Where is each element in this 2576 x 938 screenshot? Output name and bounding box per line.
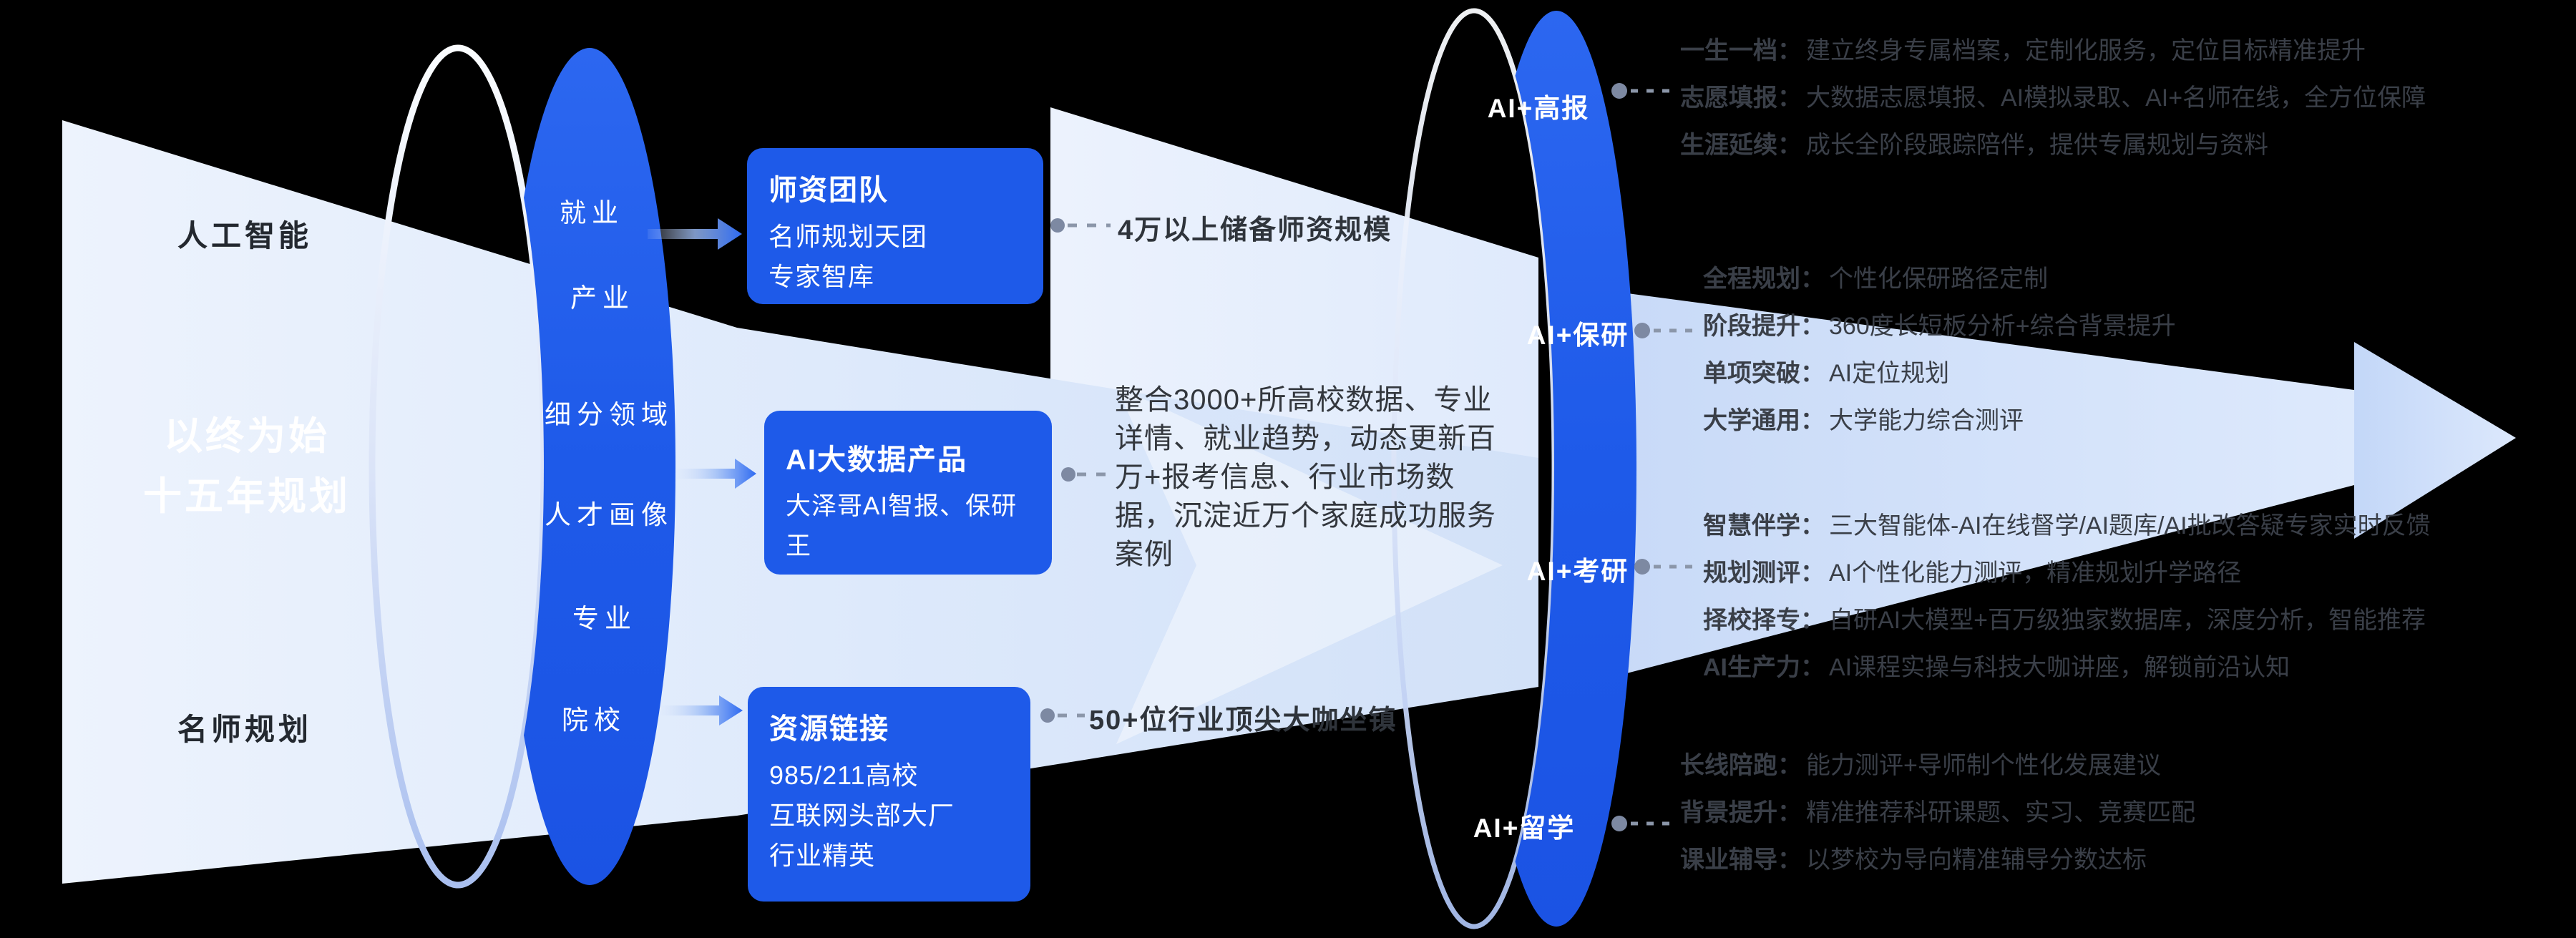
card-title: 师资团队 bbox=[769, 175, 889, 206]
connector-dot-icon bbox=[1634, 559, 1650, 575]
connector-dot-icon bbox=[1061, 467, 1075, 482]
feature-label: 生涯延续： bbox=[1680, 132, 1802, 159]
card-line: 名师规划天团 bbox=[769, 222, 928, 251]
chevron-watermark-icon bbox=[1116, 386, 1503, 744]
feature-row: 长线陪跑：能力测评+导师制个性化发展建议 bbox=[1680, 742, 2195, 789]
feature-label: 长线陪跑： bbox=[1680, 752, 1802, 779]
feature-row: AI生产力：AI课程实操与科技大咖讲座，解锁前沿认知 bbox=[1703, 644, 2431, 691]
note-industry-experts: 50+位行业顶尖大咖坐镇 bbox=[1089, 705, 1397, 736]
feature-text: 大数据志愿填报、AI模拟录取、AI+名师在线，全方位保障 bbox=[1806, 84, 2426, 112]
feature-label: 单项突破： bbox=[1703, 360, 1825, 387]
feature-label: 择校择专： bbox=[1703, 607, 1825, 634]
note-teacher-scale: 4万以上储备师资规模 bbox=[1118, 215, 1392, 245]
feature-text: 360度长短板分析+综合背景提升 bbox=[1829, 313, 2176, 340]
card-line: 大泽哥AI智报、保研王 bbox=[786, 492, 1018, 560]
feature-text: 能力测评+导师制个性化发展建议 bbox=[1806, 752, 2161, 779]
feature-text: 大学能力综合测评 bbox=[1829, 407, 2024, 434]
card-line: 专家智库 bbox=[769, 262, 875, 291]
card-line: 985/211高校 bbox=[769, 761, 919, 790]
feature-label: 志愿填报： bbox=[1680, 84, 1802, 112]
feature-text: 精准推荐科研课题、实习、竞赛匹配 bbox=[1806, 799, 2195, 826]
right-connectors bbox=[1631, 89, 1694, 826]
connector-dot-icon bbox=[1611, 816, 1627, 831]
feature-row: 志愿填报：大数据志愿填报、AI模拟录取、AI+名师在线，全方位保障 bbox=[1680, 74, 2426, 122]
funnel-bottom-label: 名师规划 bbox=[177, 713, 312, 746]
flow-arrow-icon-1 bbox=[648, 218, 742, 250]
feature-text: 个性化保研路径定制 bbox=[1829, 265, 2048, 293]
note-data-paragraph: 整合3000+所高校数据、专业详情、就业趋势，动态更新百万+报考信息、行业市场数… bbox=[1115, 384, 1496, 570]
ring2-item-kaoyan: AI+考研 bbox=[1526, 557, 1629, 586]
feature-text: 成长全阶段跟踪陪伴，提供专属规划与资料 bbox=[1806, 132, 2268, 159]
feature-row: 生涯延续：成长全阶段跟踪陪伴，提供专属规划与资料 bbox=[1680, 122, 2426, 169]
connector-dots-right bbox=[1611, 83, 1650, 831]
teacher-team-card: 师资团队 名师规划天团 专家智库 bbox=[747, 148, 1043, 304]
right-flow-beam bbox=[1574, 286, 2354, 687]
feature-text: AI个性化能力测评，精准规划升学路径 bbox=[1829, 560, 2242, 587]
feature-row: 智慧伴学：三大智能体-AI在线督学/AI题库/AI批改答疑专家实时反馈 bbox=[1703, 502, 2431, 549]
ring1-item-jiuye: 就业 bbox=[560, 198, 624, 228]
feature-label: 智慧伴学： bbox=[1703, 512, 1825, 539]
feature-label: 全程规划： bbox=[1703, 265, 1825, 293]
feature-row: 背景提升：精准推荐科研课题、实习、竞赛匹配 bbox=[1680, 789, 2195, 836]
feature-label: 规划测评： bbox=[1703, 560, 1825, 587]
right-block-baoyan: 全程规划：个性化保研路径定制 阶段提升：360度长短板分析+综合背景提升 单项突… bbox=[1703, 255, 2176, 444]
feature-text: 建立终身专属档案，定制化服务，定位目标精准提升 bbox=[1806, 37, 2366, 64]
feature-text: 三大智能体-AI在线督学/AI题库/AI批改答疑专家实时反馈 bbox=[1829, 512, 2431, 539]
ring1-item-yuanxiao: 院校 bbox=[562, 705, 626, 735]
ring1-band bbox=[504, 48, 675, 885]
feature-row: 大学通用：大学能力综合测评 bbox=[1703, 397, 2176, 444]
feature-row: 阶段提升：360度长短板分析+综合背景提升 bbox=[1703, 303, 2176, 350]
feature-label: AI生产力： bbox=[1703, 654, 1825, 681]
right-block-liuxue: 长线陪跑：能力测评+导师制个性化发展建议 背景提升：精准推荐科研课题、实习、竞赛… bbox=[1680, 742, 2195, 884]
ring1-item-xifenlingyu: 细分领域 bbox=[545, 400, 673, 429]
flow-arrow-icon-2 bbox=[676, 459, 756, 489]
card-title: 资源链接 bbox=[769, 713, 889, 745]
feature-label: 一生一档： bbox=[1680, 37, 1802, 64]
feature-text: AI课程实操与科技大咖讲座，解锁前沿认知 bbox=[1829, 654, 2290, 681]
feature-row: 单项突破：AI定位规划 bbox=[1703, 350, 2176, 397]
ring1-item-zhuanye: 专业 bbox=[572, 604, 637, 633]
resource-link-card: 资源链接 985/211高校 互联网头部大厂 行业精英 bbox=[748, 687, 1030, 902]
left-connectors bbox=[1058, 223, 1113, 718]
feature-row: 全程规划：个性化保研路径定制 bbox=[1703, 255, 2176, 303]
feature-label: 大学通用： bbox=[1703, 407, 1825, 434]
right-block-kaoyan: 智慧伴学：三大智能体-AI在线督学/AI题库/AI批改答疑专家实时反馈 规划测评… bbox=[1703, 502, 2431, 691]
feature-label: 阶段提升： bbox=[1703, 313, 1825, 340]
connector-dot-icon bbox=[1634, 323, 1650, 338]
ring2-item-baoyan: AI+保研 bbox=[1526, 321, 1629, 350]
ring2-item-liuxue: AI+留学 bbox=[1473, 814, 1576, 843]
funnel-top-label: 人工智能 bbox=[177, 219, 312, 253]
connector-dots-left bbox=[1040, 218, 1075, 723]
ai-bigdata-card: AI大数据产品 大泽哥AI智报、保研王 bbox=[764, 411, 1052, 575]
feature-label: 背景提升： bbox=[1680, 799, 1802, 826]
feature-row: 规划测评：AI个性化能力测评，精准规划升学路径 bbox=[1703, 549, 2431, 597]
core-slogan-line2: 十五年规划 bbox=[143, 475, 351, 518]
connector-dot-icon bbox=[1050, 218, 1065, 233]
feature-row: 课业辅导：以梦校为导向精准辅导分数达标 bbox=[1680, 836, 2195, 884]
feature-row: 择校择专：自研AI大模型+百万级独家数据库，深度分析，智能推荐 bbox=[1703, 597, 2431, 644]
connector-dot-icon bbox=[1040, 708, 1055, 723]
right-block-gaobao: 一生一档：建立终身专属档案，定制化服务，定位目标精准提升 志愿填报：大数据志愿填… bbox=[1680, 27, 2426, 169]
card-line: 行业精英 bbox=[769, 841, 876, 870]
card-title: AI大数据产品 bbox=[786, 444, 967, 476]
ring2-item-gaobao: AI+高报 bbox=[1487, 94, 1590, 123]
ring1-item-chanye: 产业 bbox=[570, 283, 635, 313]
main-flow-arrow-icon bbox=[2354, 342, 2516, 539]
core-slogan: 以终为始 十五年规划 bbox=[97, 406, 397, 527]
connector-dot-icon bbox=[1611, 83, 1627, 99]
ring1-item-rencaihuaxiang: 人才画像 bbox=[545, 500, 673, 529]
feature-text: 自研AI大模型+百万级独家数据库，深度分析，智能推荐 bbox=[1829, 607, 2426, 634]
flow-arrow-icon-3 bbox=[660, 695, 743, 726]
feature-text: 以梦校为导向精准辅导分数达标 bbox=[1806, 846, 2147, 874]
feature-row: 一生一档：建立终身专属档案，定制化服务，定位目标精准提升 bbox=[1680, 27, 2426, 74]
feature-text: AI定位规划 bbox=[1829, 360, 1950, 387]
ring2-band bbox=[1476, 11, 1636, 927]
core-slogan-line1: 以终为始 bbox=[164, 415, 330, 458]
feature-label: 课业辅导： bbox=[1680, 846, 1802, 874]
card-line: 互联网头部大厂 bbox=[769, 801, 955, 830]
